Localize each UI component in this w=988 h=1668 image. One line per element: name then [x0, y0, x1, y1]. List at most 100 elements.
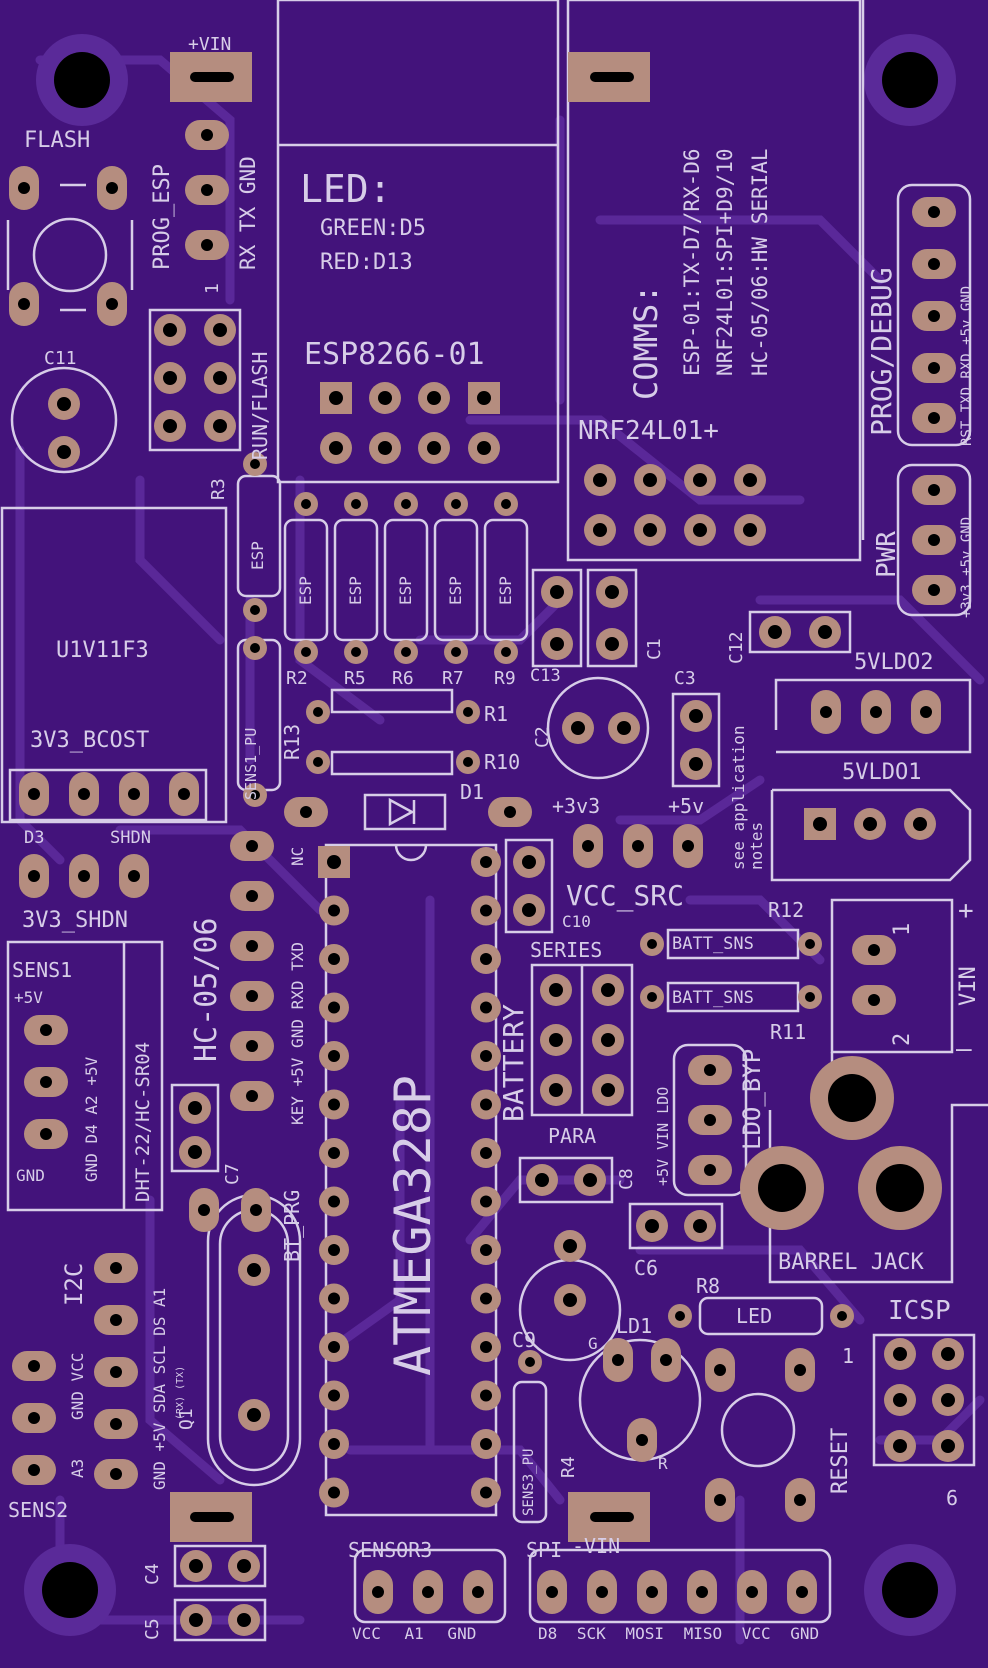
atmega-pin-hole [328, 1486, 340, 1499]
atmega-pin-hole [480, 1244, 492, 1256]
mounting-holes [24, 34, 956, 1636]
atmega-pin-hole [480, 1292, 492, 1305]
label-bt-prg: BT_PRG [280, 1189, 304, 1262]
label-r8: R8 [696, 1274, 721, 1298]
label-r2: R2 [286, 668, 308, 689]
label-icsp-6: 6 [946, 1486, 959, 1510]
label-vin-minus: -VIN [572, 1534, 621, 1558]
label-esp-r7: ESP [446, 576, 465, 605]
label-two: 2 [890, 1032, 915, 1046]
atmega-pin-hole [480, 1341, 492, 1353]
label-see-notes: see application notes [729, 725, 766, 871]
label-d1: D1 [460, 780, 485, 804]
label-barrel-jack: BARREL JACK [778, 1250, 924, 1275]
label-led-res: LED [736, 1304, 773, 1328]
label-battery: BATTERY [497, 1003, 530, 1122]
atmega-pin-hole [328, 1195, 340, 1208]
atmega-pin-hole [328, 1341, 340, 1353]
label-pwr: PWR [872, 531, 902, 578]
label-i2c-pins: GND VCC [68, 1352, 87, 1420]
label-ldo-byp: LDO_BYP [738, 1048, 766, 1150]
label-c5: C5 [142, 1618, 163, 1640]
atmega-pin-hole [328, 1147, 340, 1159]
atmega-pin-hole [480, 1389, 492, 1402]
label-r6: R6 [392, 668, 414, 689]
label-led-title: LED: [300, 167, 392, 211]
label-5vldo2: 5VLDO2 [854, 650, 934, 675]
label-esp-r6: ESP [396, 576, 415, 605]
label-a3: A3 [68, 1458, 87, 1478]
label-sens1: SENS1 [12, 958, 73, 982]
label-r13: R13 [280, 723, 304, 760]
label-c4: C4 [142, 1563, 163, 1585]
label-batt-sns-1: BATT_SNS [672, 934, 754, 954]
label-icsp: ICSP [888, 1296, 951, 1326]
atmega-pin-hole [328, 1438, 340, 1450]
label-sens1-5v: +5V [14, 988, 43, 1007]
label-sens3-pu: SENS3_PU [521, 1448, 537, 1516]
label-ld1: LD1 [616, 1314, 653, 1338]
label-prog-esp: PROG_ESP [150, 164, 175, 270]
label-5v: +5v [668, 794, 705, 818]
atmega-pin-hole [480, 953, 492, 965]
label-q1: Q1 [176, 1408, 197, 1430]
label-led-red: RED:D13 [320, 250, 413, 275]
label-r-mark: R [658, 1454, 668, 1473]
label-sens1-pu: SENS1_PU [242, 727, 260, 800]
label-esp8266: ESP8266-01 [304, 337, 485, 372]
atmega-pin-hole [480, 856, 492, 868]
label-esp-r2: ESP [296, 576, 315, 605]
label-r3: R3 [208, 478, 229, 500]
label-para: PARA [548, 1124, 597, 1148]
label-d3: D3 [24, 828, 45, 848]
label-batt-sns-2: BATT_SNS [672, 988, 754, 1008]
label-i2c-pins2: GND +5V SDA SCL DS A1 [150, 1287, 169, 1490]
label-c9: C9 [512, 1328, 537, 1352]
label-c10: C10 [562, 912, 591, 931]
label-comms-1: ESP-01:TX-D7/RX-D6 [680, 148, 704, 376]
label-r11: R11 [770, 1020, 807, 1044]
label-esp-r5: ESP [346, 576, 365, 605]
label-comms-2: NRF24L01:SPI+D9/10 [713, 148, 737, 376]
label-3v3: +3v3 [552, 794, 601, 818]
atmega-pin-hole [328, 1244, 340, 1256]
label-prog-debug: PROG/DEBUG [865, 267, 898, 436]
label-sens2: SENS2 [8, 1498, 69, 1522]
atmega-pin-hole [480, 1195, 492, 1208]
pads [9, 52, 964, 1636]
label-flash: FLASH [24, 128, 91, 153]
atmega-pin-hole [480, 1438, 492, 1450]
label-hc05: HC-05/06 [189, 917, 224, 1063]
atmega-pin-hole [480, 1486, 492, 1499]
label-r7: R7 [442, 668, 464, 689]
label-vcc-src: VCC_SRC [566, 879, 685, 912]
atmega-pin-hole [480, 1050, 492, 1062]
label-prog-debug-pins: RST TXD RXD +5v GND [959, 285, 975, 446]
label-r12: R12 [768, 898, 805, 922]
traces [15, 55, 985, 1645]
atmega-pin-hole [328, 1389, 340, 1402]
label-rx-tx-gnd: RX TX GND [236, 156, 260, 270]
label-sens1-gnd: GND [16, 1166, 45, 1185]
label-vin: VIN [956, 966, 981, 1006]
label-c1: C1 [644, 638, 665, 660]
label-c11: C11 [44, 348, 77, 369]
label-ldo-pins: +5V VIN LDO [654, 1086, 672, 1186]
label-atmega: ATMEGA328P [384, 1074, 442, 1376]
label-3v3-shdn: 3V3_SHDN [22, 908, 128, 933]
label-r1: R1 [484, 702, 509, 726]
label-spi: SPI [526, 1538, 563, 1562]
label-run-flash: RUN/FLASH [248, 351, 272, 460]
label-esp-r3: ESP [248, 541, 267, 570]
atmega-pin-hole [480, 1147, 492, 1159]
label-sensor3: SENSOR3 [348, 1538, 433, 1562]
atmega-pin-hole [480, 1098, 492, 1111]
label-spi-pins: D8 SCK MOSI MISO VCC GND [538, 1624, 820, 1643]
label-c7: C7 [222, 1163, 243, 1185]
label-c13: C13 [530, 666, 561, 686]
label-nc: NC [288, 846, 307, 866]
label-r9: R9 [494, 668, 516, 689]
atmega-pin-hole [328, 1050, 340, 1062]
label-r5: R5 [344, 668, 366, 689]
